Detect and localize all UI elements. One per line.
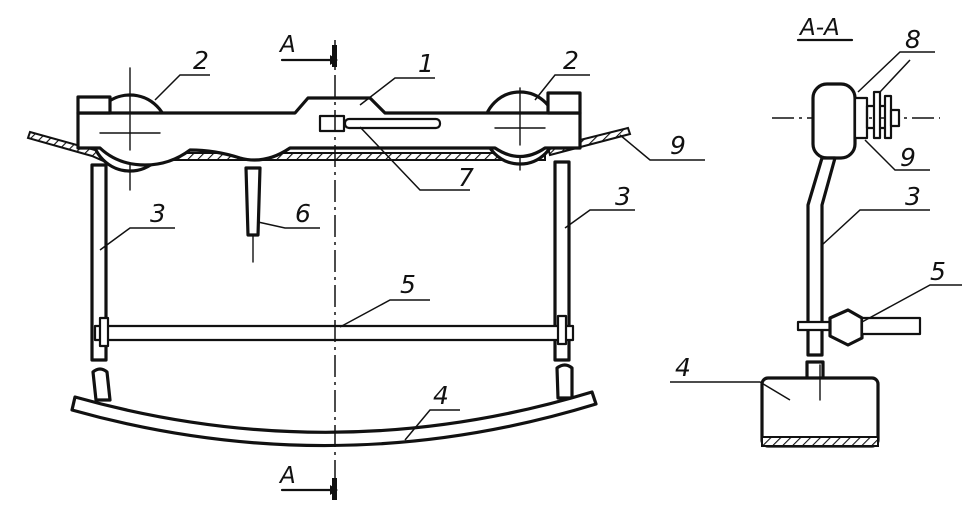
- label-2-right: 2: [563, 46, 579, 75]
- label-3-right: 3: [615, 182, 631, 211]
- section-view-A-A: A-A: [670, 15, 962, 448]
- label-3-left: 3: [150, 199, 166, 228]
- leg-3-section: [806, 156, 837, 357]
- section-marker-top: A: [278, 32, 338, 67]
- skid-4: [70, 390, 598, 448]
- slot-7: [318, 114, 442, 133]
- leg-3-left: [90, 163, 112, 402]
- section-title: A-A: [798, 15, 840, 41]
- skid-4-section: [760, 364, 880, 448]
- label-4: 4: [433, 381, 449, 410]
- label-1: 1: [418, 49, 434, 78]
- front-view: A A 1 2 2 3 3 4 5 6: [26, 32, 705, 500]
- label-5: 5: [400, 270, 416, 299]
- label-2-left: 2: [193, 46, 209, 75]
- label-8: 8: [905, 25, 921, 54]
- label-6: 6: [295, 199, 311, 228]
- marker-A-top: A: [278, 32, 296, 58]
- labels-main: 1 2 2 3 3 4 5 6 7 9: [150, 46, 686, 410]
- pin-6: [244, 166, 262, 263]
- marker-A-bottom: A: [278, 463, 296, 489]
- labels-section: 8 9 3 5 4: [675, 25, 946, 382]
- section-marker-bottom: A: [278, 463, 338, 500]
- leaders-section: [670, 51, 962, 401]
- label-5-section: 5: [930, 257, 946, 286]
- label-9: 9: [670, 131, 686, 160]
- crossbar-5-section: [796, 308, 922, 347]
- leg-3-right: [553, 160, 574, 400]
- label-3-section: 3: [905, 182, 921, 211]
- label-4-section: 4: [675, 353, 691, 382]
- roller-section: [811, 82, 857, 160]
- label-9-section: 9: [900, 143, 916, 172]
- crossbar-5: [93, 314, 575, 348]
- leaders-main: [99, 74, 705, 441]
- label-7: 7: [458, 163, 474, 192]
- axle-nuts-8: [853, 90, 901, 140]
